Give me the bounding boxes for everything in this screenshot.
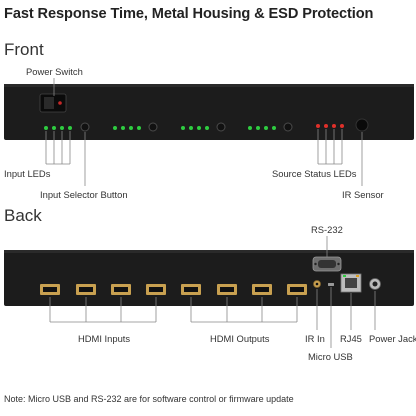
ir-sensor-label: IR Sensor (342, 189, 384, 200)
ir-sensor (355, 118, 369, 132)
input-led-group-2 (113, 122, 158, 132)
input-led-group-4 (248, 122, 293, 132)
input-led-group-1 (44, 122, 90, 132)
ir-in-label: IR In (305, 333, 325, 344)
back-panel (4, 250, 414, 306)
power-jack (369, 278, 381, 290)
hdmi-inputs-label: HDMI Inputs (78, 333, 131, 344)
footnote: Note: Micro USB and RS-232 are for softw… (4, 394, 294, 404)
hdmi-outputs-label: HDMI Outputs (210, 333, 270, 344)
back-section-label: Back (4, 206, 42, 225)
input-led-group-3 (181, 122, 226, 132)
rs232-label: RS-232 (311, 224, 343, 235)
micro-usb-port (328, 283, 334, 286)
hdmi-output-ports (181, 284, 307, 295)
rj45-port (340, 273, 362, 293)
input-selector-button (80, 122, 90, 132)
source-status-leds-label: Source Status LEDs (272, 168, 357, 179)
input-leds-label: Input LEDs (4, 168, 51, 179)
rj45-label: RJ45 (340, 333, 362, 344)
front-panel (4, 84, 414, 140)
micro-usb-label: Micro USB (308, 351, 353, 362)
input-selector-label: Input Selector Button (40, 189, 128, 200)
power-jack-label: Power Jack (369, 333, 416, 344)
source-status-leds (316, 124, 344, 128)
page-title: Fast Response Time, Metal Housing & ESD … (4, 6, 374, 22)
front-section-label: Front (4, 40, 44, 59)
rs232-port (312, 256, 342, 272)
power-switch-label: Power Switch (26, 66, 83, 77)
hdmi-input-ports (40, 284, 166, 295)
